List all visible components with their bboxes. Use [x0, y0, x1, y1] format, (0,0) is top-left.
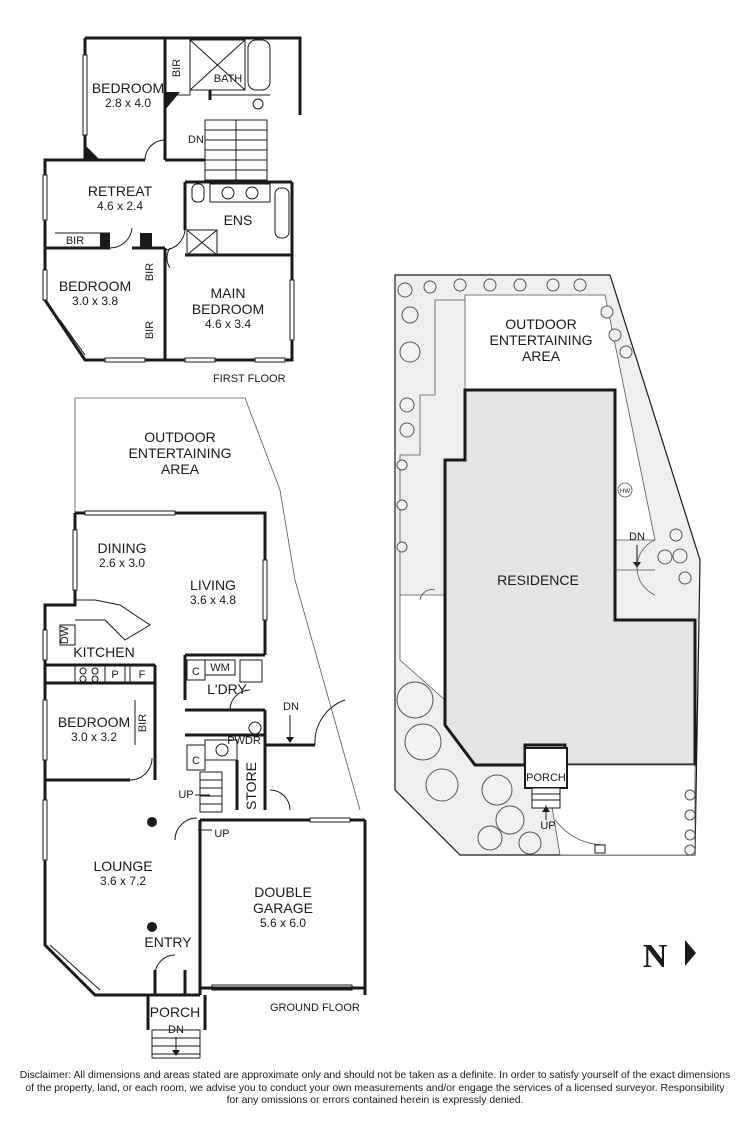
gf-living-size: 3.6 x 4.8	[190, 593, 236, 607]
ff-bir-label-4: BIR	[144, 321, 156, 339]
disclaimer-line-1: Disclaimer: All dimensions and areas sta…	[19, 1070, 731, 1081]
gf-porch-label: PORCH	[150, 1004, 201, 1020]
ff-bedroom-sw-name: BEDROOM	[59, 278, 131, 294]
ff-bedroom-nw-size: 2.8 x 4.0	[105, 96, 151, 110]
site-outdoor-line2: ENTERTAINING	[490, 332, 593, 348]
site-outdoor-line3: AREA	[522, 348, 561, 364]
gf-bedroom-size: 3.0 x 3.2	[71, 730, 117, 744]
site-outdoor-line1: OUTDOOR	[505, 316, 577, 332]
gf-laundry-label: L'DRY	[207, 681, 247, 697]
ff-bedroom-nw-name: BEDROOM	[92, 80, 164, 96]
disclaimer-line-3: for any omissions or errors contained he…	[226, 1095, 524, 1107]
site-trees	[396, 278, 696, 856]
gf-outdoor-line1: OUTDOOR	[144, 429, 216, 445]
gf-fridge-label: F	[139, 669, 146, 681]
gf-cupboard-label-2: C	[192, 755, 200, 767]
north-label: N	[643, 938, 668, 975]
ground-floor-plan: OUTDOOR ENTERTAINING AREA DINING 2.6 x 3…	[42, 397, 367, 1059]
gf-pantry-label: P	[111, 669, 118, 681]
gf-kitchen-label: KITCHEN	[73, 644, 134, 660]
gf-bedroom-name: BEDROOM	[58, 714, 130, 730]
gf-up-label-2: UP	[214, 828, 229, 840]
site-porch-label: PORCH	[526, 772, 566, 784]
gf-dw-label: DW	[59, 625, 71, 644]
gf-garage-line1: DOUBLE	[254, 884, 312, 900]
ff-bedroom-sw-size: 3.0 x 3.8	[72, 294, 118, 308]
ff-retreat-name: RETREAT	[88, 183, 153, 199]
north-arrow: N	[643, 938, 696, 975]
gf-wm-label: WM	[210, 662, 230, 674]
gf-garage-line2: GARAGE	[253, 900, 313, 916]
gf-porch-dn-label: DN	[168, 1024, 184, 1036]
site-up-label: UP	[540, 820, 555, 832]
ff-bir-label-3: BIR	[144, 263, 156, 281]
ff-bath-label: BATH	[214, 73, 243, 85]
site-residence-label: RESIDENCE	[497, 572, 579, 588]
ff-main-bedroom-size: 4.6 x 3.4	[205, 317, 251, 331]
site-dn-label: DN	[629, 531, 645, 543]
gf-entry-label: ENTRY	[144, 934, 192, 950]
ground-floor-label: GROUND FLOOR	[270, 1002, 360, 1014]
site-plan: OUTDOOR ENTERTAINING AREA RESIDENCE HW D…	[394, 274, 701, 856]
gf-outdoor-line2: ENTERTAINING	[129, 445, 232, 461]
gf-lounge-size: 3.6 x 7.2	[100, 874, 146, 888]
ff-main-bedroom-line1: MAIN	[211, 285, 246, 301]
gf-dining-size: 2.6 x 3.0	[99, 556, 145, 570]
ff-stairs-dn-label: DN	[188, 134, 204, 146]
gf-outdoor-line3: AREA	[161, 461, 200, 477]
gf-garage-size: 5.6 x 6.0	[260, 916, 306, 930]
ff-ensuite-label: ENS	[224, 212, 253, 228]
disclaimer: Disclaimer: All dimensions and areas sta…	[10, 1070, 740, 1108]
gf-lounge-name: LOUNGE	[93, 858, 152, 874]
ff-bir-label-2: BIR	[66, 235, 84, 247]
ff-retreat-size: 4.6 x 2.4	[97, 199, 143, 213]
first-floor-label: FIRST FLOOR	[213, 373, 286, 385]
ff-main-bedroom-line2: BEDROOM	[192, 301, 264, 317]
north-arrow-icon	[685, 940, 696, 966]
first-floor-plan: BEDROOM 2.8 x 4.0 BIR BATH DN RETREAT 4.…	[42, 36, 302, 385]
gf-up-label-1: UP	[178, 789, 193, 801]
gf-cupboard-label-1: C	[192, 666, 200, 678]
ff-bir-label-1: BIR	[171, 59, 183, 77]
gf-store-label: STORE	[243, 762, 259, 810]
gf-dining-name: DINING	[98, 540, 147, 556]
site-hw-label: HW	[620, 489, 630, 495]
site-residence	[443, 388, 697, 767]
disclaimer-line-2: of the property, land, or each room, we …	[25, 1082, 725, 1094]
gf-living-name: LIVING	[190, 577, 236, 593]
gf-powder-label: PWDR	[227, 735, 261, 747]
gf-dn-label: DN	[283, 701, 299, 713]
gf-bir-label: BIR	[137, 714, 149, 732]
